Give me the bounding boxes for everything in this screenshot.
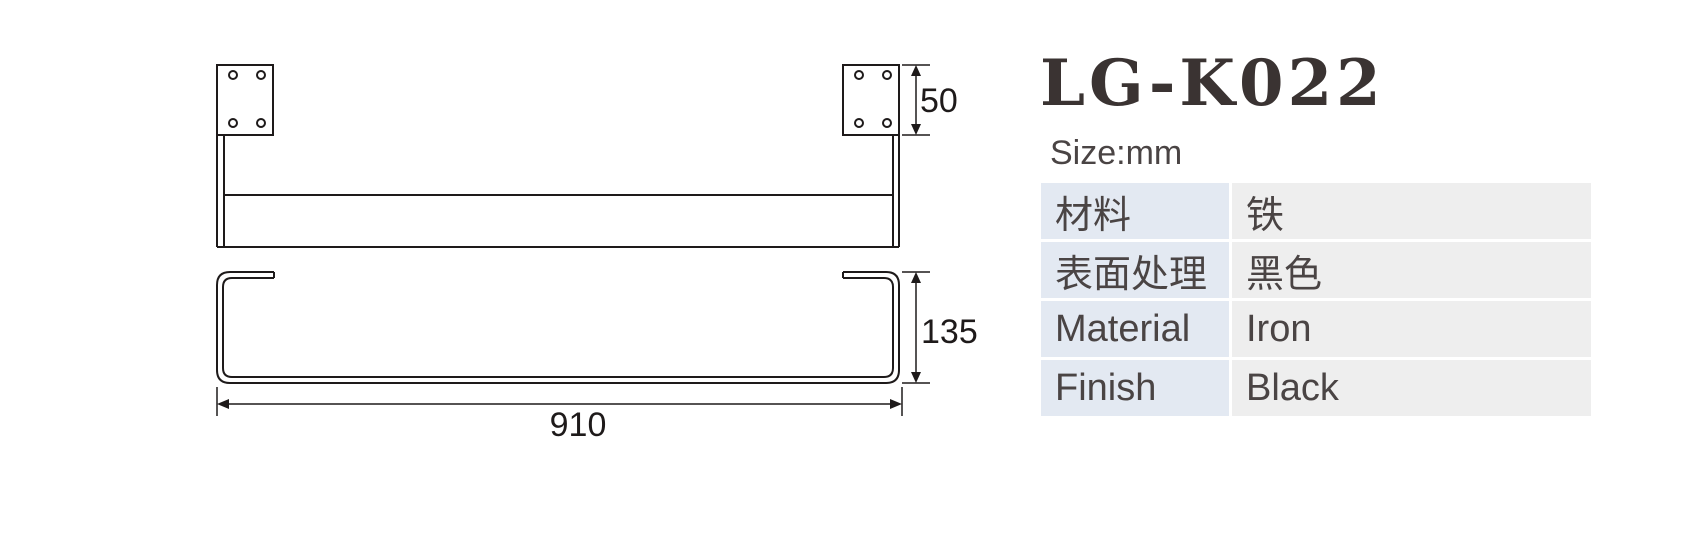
top-view	[216, 271, 900, 384]
model-code: LG-K022	[1040, 46, 1385, 121]
front-view	[216, 64, 900, 248]
bar-top-view-inner	[222, 277, 894, 378]
arrowhead	[911, 272, 921, 283]
bar-top-view-outer	[216, 271, 900, 384]
spec-key: 表面处理	[1041, 242, 1229, 298]
left-plate-screw-hole	[256, 70, 266, 80]
left-plate-screw-hole	[228, 70, 238, 80]
left-plate-screw-hole	[256, 118, 266, 128]
left-plate-screw-hole	[228, 118, 238, 128]
spec-row: 材料 铁	[1041, 183, 1591, 239]
spec-row: Finish Black	[1041, 360, 1591, 416]
right-plate-screw-hole	[854, 118, 864, 128]
towel-bar-technical-drawing: 50 135 910	[216, 64, 978, 444]
spec-key: Finish	[1041, 360, 1229, 416]
plate-height-label: 50	[920, 82, 958, 120]
arrowhead	[217, 399, 229, 409]
spec-value: 铁	[1232, 183, 1591, 239]
right-plate-screw-hole	[854, 70, 864, 80]
spec-value: Black	[1232, 360, 1591, 416]
spec-value: Iron	[1232, 301, 1591, 357]
spec-value: 黑色	[1232, 242, 1591, 298]
spec-table: 材料 铁 表面处理 黑色 Material Iron Finish Black	[1038, 180, 1594, 419]
dimension-length	[216, 387, 903, 416]
spec-key: Material	[1041, 301, 1229, 357]
right-mounting-plate	[842, 64, 900, 136]
size-unit-label: Size:mm	[1050, 134, 1183, 172]
arrowhead	[911, 372, 921, 383]
spec-row: Material Iron	[1041, 301, 1591, 357]
spec-key: 材料	[1041, 183, 1229, 239]
depth-label: 135	[921, 313, 978, 351]
spec-row: 表面处理 黑色	[1041, 242, 1591, 298]
length-label: 910	[550, 406, 607, 444]
arrowhead	[911, 65, 921, 76]
right-plate-screw-hole	[882, 70, 892, 80]
arrowhead	[890, 399, 902, 409]
arrowhead	[911, 124, 921, 135]
left-mounting-plate	[216, 64, 274, 136]
right-plate-screw-hole	[882, 118, 892, 128]
